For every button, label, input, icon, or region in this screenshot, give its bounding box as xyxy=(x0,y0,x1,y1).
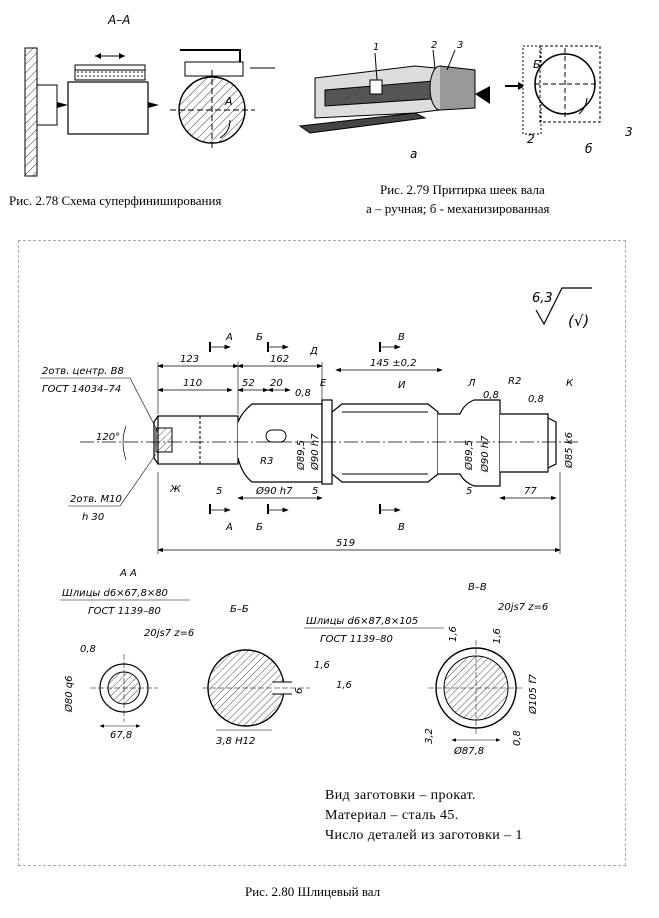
callout-3: 3 xyxy=(457,40,463,51)
section-aa-fit: 20js7 z=6 xyxy=(144,628,194,639)
section-mark-v-bottom: В xyxy=(398,522,405,533)
notes-line-3: Число деталей из заготовки – 1 xyxy=(325,828,523,843)
roughness-08-a: 0,8 xyxy=(295,388,311,399)
figure-2-79: 1 2 3 Б 2 3 а б xyxy=(295,18,640,168)
section-bb-38: 3,8 H12 xyxy=(216,736,255,747)
section-bb-16-b: 1,6 xyxy=(336,680,352,691)
label-3: 3 xyxy=(625,125,633,139)
section-vv-spline: Шлицы d6×87,8×105 xyxy=(306,616,418,627)
lapping-diagram: 1 2 3 Б 2 3 а б xyxy=(298,40,633,161)
dim-145: 145 ±0,2 xyxy=(370,358,417,369)
letter-i: И xyxy=(398,380,406,391)
dim-110: 110 xyxy=(183,378,202,389)
splined-shaft-drawing: 6,3 (√) xyxy=(40,287,592,757)
callout-2: 2 xyxy=(431,40,437,51)
section-mark-a-top: А xyxy=(225,332,233,343)
notes-line-2: Материал – сталь 45. xyxy=(325,808,459,823)
dim-89-5-b: Ø89,5 xyxy=(463,440,475,471)
letter-l: Л xyxy=(467,378,476,389)
label-a: а xyxy=(410,147,417,161)
dim-519: 519 xyxy=(336,538,355,549)
angle-120: 120° xyxy=(96,432,120,443)
roughness-paren: (√) xyxy=(568,312,589,330)
figure-2-79-caption-line-2: а – ручная; б - механизированная xyxy=(366,201,550,216)
section-aa-08: 0,8 xyxy=(80,644,96,655)
section-aa-d80: Ø80 q6 xyxy=(63,676,75,713)
roughness-value: 6,3 xyxy=(532,291,553,306)
section-bb-6: 6 xyxy=(294,688,305,694)
centers-standard: ГОСТ 14034–74 xyxy=(42,384,121,395)
figure-2-80-caption: Рис. 2.80 Шлицевый вал xyxy=(245,884,381,899)
section-aa-spline: Шлицы d6×67,8×80 xyxy=(62,588,168,599)
dim-89-5-a: Ø89,5 xyxy=(295,440,307,471)
letter-d: Д xyxy=(309,346,318,357)
section-aa-gost: ГОСТ 1139–80 xyxy=(88,606,161,617)
roughness-08-c: 0,8 xyxy=(528,394,544,405)
letter-e: Е xyxy=(320,378,327,389)
dim-52: 52 xyxy=(242,378,255,389)
section-vv-16-b: 1,6 xyxy=(492,628,503,644)
radius-r2: R2 xyxy=(508,376,521,387)
figure-2-78-caption: Рис. 2.78 Схема суперфиниширования xyxy=(9,193,222,208)
label-b: б xyxy=(585,142,593,156)
dim-5-c: 5 xyxy=(466,486,472,497)
centers-note: 2отв. центр. В8 xyxy=(42,366,124,377)
letter-k: К xyxy=(566,378,574,389)
figure-2-79-caption-line-1: Рис. 2.79 Притирка шеек вала xyxy=(380,182,545,197)
thread-depth: h 30 xyxy=(82,512,104,523)
dim-5-b: 5 xyxy=(312,486,318,497)
callout-1: 1 xyxy=(373,42,379,53)
label-e: Б xyxy=(533,58,541,71)
section-aa-title: А А xyxy=(119,568,137,579)
section-aa-d678: 67,8 xyxy=(110,730,132,741)
figure-2-78: А–А А xyxy=(20,10,285,185)
section-vv-title: В–В xyxy=(468,582,487,593)
section-vv-fit: 20js7 z=6 xyxy=(498,602,548,613)
section-vv-16-a: 1,6 xyxy=(448,626,459,642)
figure-2-80: 6,3 (√) xyxy=(20,242,624,862)
dim-123: 123 xyxy=(180,354,199,365)
dim-20: 20 xyxy=(270,378,283,389)
dim-90h7-bottom: Ø90 h7 xyxy=(255,485,293,497)
section-mark-b-bottom: Б xyxy=(256,522,263,533)
dim-162: 162 xyxy=(270,354,289,365)
section-label: А–А xyxy=(107,13,130,27)
section-vv-d878: Ø87,8 xyxy=(453,745,484,757)
section-vv-32: 3,2 xyxy=(424,728,435,744)
dim-90h7-vertical: Ø90 h7 xyxy=(309,433,321,471)
rotation-label: А xyxy=(224,95,233,108)
section-bb-16-a: 1,6 xyxy=(314,660,330,671)
section-vv-d105: Ø105 f7 xyxy=(527,673,539,715)
section-mark-v-top: В xyxy=(398,332,405,343)
section-mark-a-bottom: А xyxy=(225,522,233,533)
label-2: 2 xyxy=(527,132,535,146)
section-vv-08: 0,8 xyxy=(512,730,523,746)
section-mark-b-top: Б xyxy=(256,332,263,343)
figure-2-80-frame xyxy=(18,240,626,866)
notes-line-1: Вид заготовки – прокат. xyxy=(325,788,476,803)
radius-r3: R3 xyxy=(260,456,273,467)
dim-5-a: 5 xyxy=(216,486,222,497)
section-vv-gost: ГОСТ 1139–80 xyxy=(320,634,393,645)
superfinishing-diagram: А–А А xyxy=(24,13,275,177)
dim-77: 77 xyxy=(524,486,537,497)
dim-85k6: Ø85 k6 xyxy=(563,432,575,469)
thread-note: 2отв. М10 xyxy=(70,494,122,505)
section-bb-title: Б–Б xyxy=(230,604,249,615)
dim-90h7-b: Ø90 h7 xyxy=(479,435,491,473)
letter-zh: Ж xyxy=(169,484,182,495)
roughness-08-b: 0,8 xyxy=(483,390,499,401)
